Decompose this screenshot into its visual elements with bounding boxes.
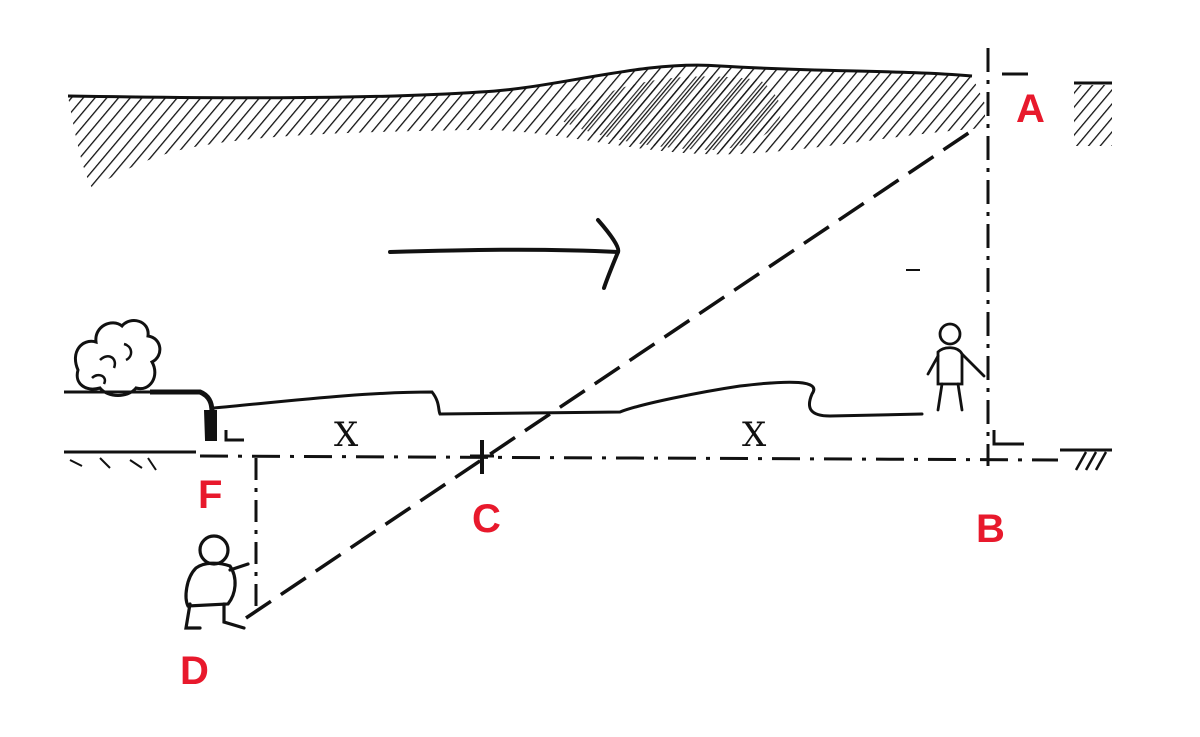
distance-label-f-c: X [334,415,359,455]
near-river-bank [212,380,924,418]
stake-c [470,440,494,474]
ground-line [64,430,1112,471]
person-icon-b [926,322,986,412]
point-label-b: B [976,507,1005,551]
far-river-bank [67,63,1112,188]
person-icon-d [184,534,250,630]
point-label-c: C [472,497,501,541]
point-label-a: A [1016,87,1045,131]
sight-line-d-a [245,126,977,620]
point-label-d: D [180,649,209,693]
distance-label-c-b: X [742,415,767,455]
bush-icon [64,319,244,442]
baseline-f-b [199,454,1059,462]
river-flow-arrow [388,218,621,290]
point-label-f: F [198,473,222,517]
